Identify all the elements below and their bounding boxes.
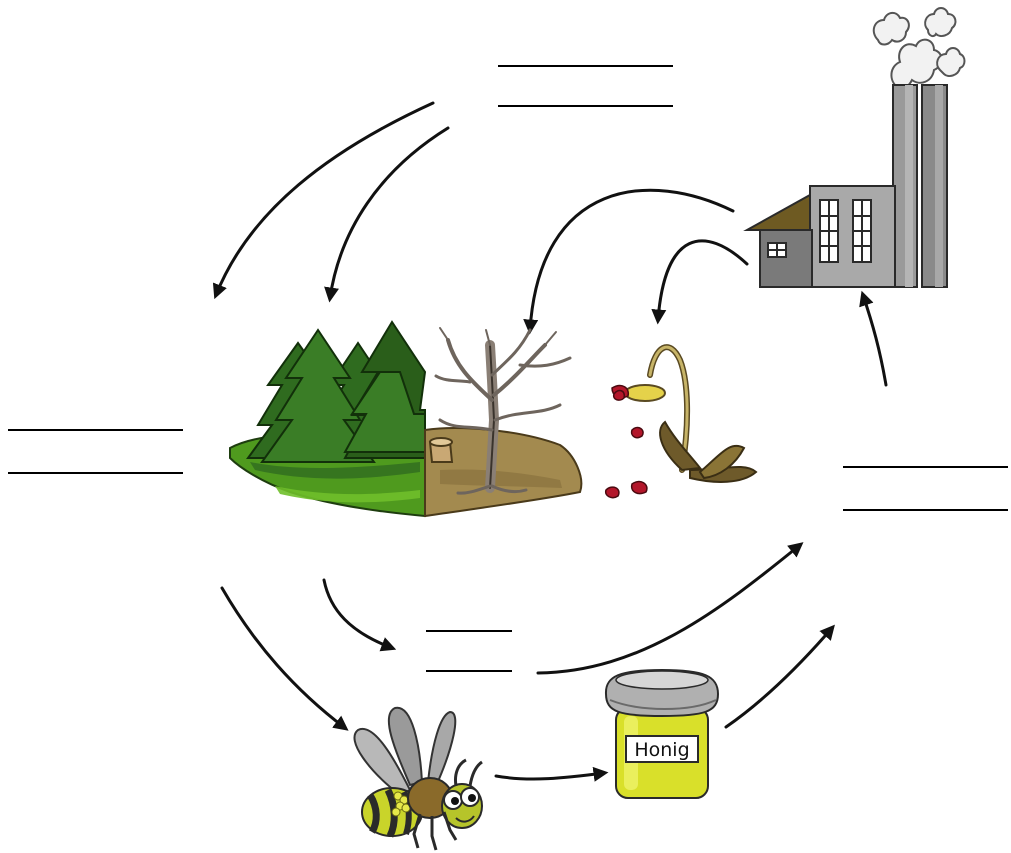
wilted-flower-icon xyxy=(604,344,758,499)
honey-jar-icon: Honig xyxy=(604,668,720,799)
arrow-bee-to-honey xyxy=(494,766,609,782)
healthy-forest-icon xyxy=(229,320,427,518)
arrow-forest-to-bee xyxy=(220,586,349,731)
answer-blank-left[interactable] xyxy=(8,429,183,474)
honey-jar-label-text: Honig xyxy=(634,739,689,761)
arrow-honey-to-right xyxy=(724,624,835,729)
factory-icon xyxy=(743,7,966,288)
arrow-top-to-forest-inner xyxy=(324,126,450,303)
arrow-top-to-forest-outer xyxy=(212,101,435,300)
arrow-factory-to-dead-tree xyxy=(523,188,735,335)
arrow-forest-to-middle xyxy=(322,578,397,652)
arrow-right-to-factory xyxy=(859,290,888,387)
bee-icon xyxy=(353,706,483,851)
arrow-factory-to-flower xyxy=(651,239,749,325)
honey-jar-label xyxy=(625,735,699,763)
answer-blank-top[interactable] xyxy=(498,65,673,107)
arrow-middle-to-right xyxy=(536,542,804,675)
dead-tree-icon xyxy=(424,327,583,518)
answer-blank-right[interactable] xyxy=(843,466,1008,511)
answer-blank-middle-bottom[interactable] xyxy=(426,630,512,672)
